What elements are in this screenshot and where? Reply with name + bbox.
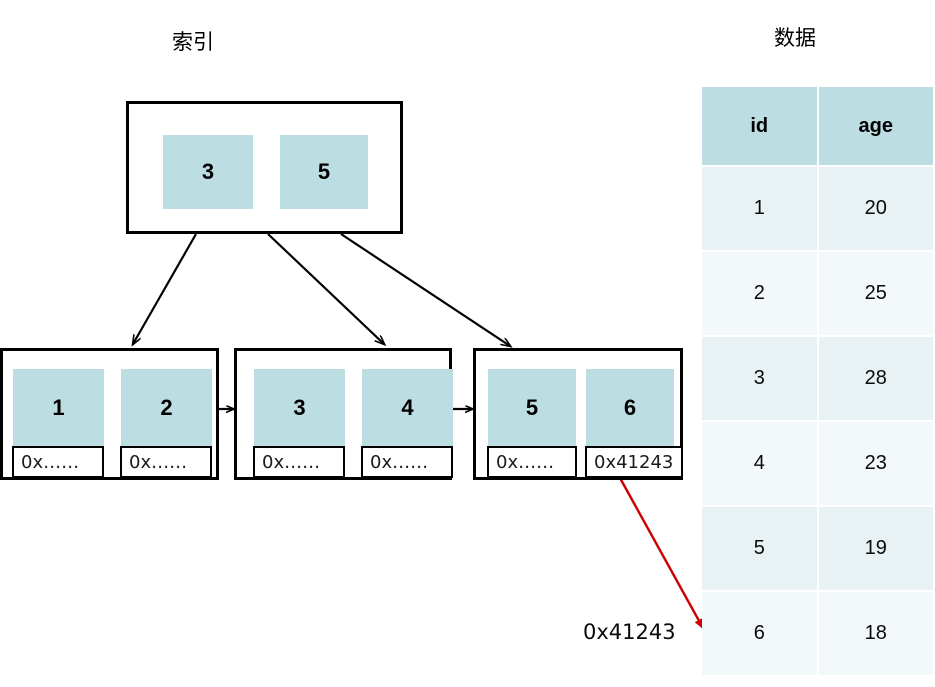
- leaf3-pointer-cell-0[interactable]: 0x……: [487, 446, 577, 478]
- leaf-pointer-label: 0x……: [129, 451, 188, 473]
- index-caption: 索引: [172, 30, 214, 54]
- column-header-age: age: [818, 87, 933, 165]
- leaf3-key-cell-0[interactable]: 5: [488, 369, 576, 446]
- leaf1-pointer-cell-1[interactable]: 0x……: [120, 446, 212, 478]
- edge-root-to-leaf3: [340, 233, 510, 346]
- leaf-key-label: 6: [623, 394, 637, 420]
- leaf-pointer-label: 0x……: [496, 451, 555, 473]
- table-row-highlighted[interactable]: 6 18: [702, 592, 933, 675]
- cell-id: 1: [702, 167, 817, 250]
- leaf-node-3[interactable]: 5 0x…… 6 0x41243: [473, 348, 683, 480]
- cell-id: 2: [702, 252, 817, 335]
- leaf2-pointer-cell-1[interactable]: 0x……: [361, 446, 453, 478]
- root-key-label: 5: [317, 159, 331, 184]
- edge-pointer-to-row6: [618, 477, 705, 630]
- data-table: id age 1 20 2 25 3 28 4: [700, 85, 935, 677]
- leaf-key-label: 4: [401, 394, 414, 420]
- leaf3-pointer-cell-1[interactable]: 0x41243: [585, 446, 683, 478]
- cell-age: 19: [818, 507, 933, 590]
- leaf-pointer-label: 0x……: [21, 451, 80, 473]
- data-caption: 数据: [774, 26, 816, 50]
- cell-id: 5: [702, 507, 817, 590]
- leaf-node-1[interactable]: 1 0x…… 2 0x……: [0, 348, 219, 480]
- root-key-label: 3: [201, 159, 215, 184]
- leaf-key-label: 2: [160, 394, 173, 420]
- leaf-pointer-label: 0x……: [262, 451, 321, 473]
- leaf2-key-cell-0[interactable]: 3: [254, 369, 345, 446]
- cell-age: 25: [818, 252, 933, 335]
- table-row[interactable]: 3 28: [702, 337, 933, 420]
- cell-id: 4: [702, 422, 817, 505]
- data-table-wrapper: id age 1 20 2 25 3 28 4: [700, 85, 935, 677]
- leaf1-pointer-cell-0[interactable]: 0x……: [12, 446, 104, 478]
- leaf-pointer-label: 0x……: [370, 451, 429, 473]
- root-key-cell-1[interactable]: 5: [280, 135, 368, 209]
- cell-age: 28: [818, 337, 933, 420]
- leaf1-key-cell-1[interactable]: 2: [121, 369, 212, 446]
- leaf2-pointer-cell-0[interactable]: 0x……: [253, 446, 345, 478]
- edge-root-to-leaf1: [133, 233, 197, 344]
- table-row[interactable]: 1 20: [702, 167, 933, 250]
- cell-id: 6: [702, 592, 817, 675]
- table-body: 1 20 2 25 3 28 4 23 5 19: [702, 167, 933, 675]
- leaf2-key-cell-1[interactable]: 4: [362, 369, 453, 446]
- leaf-key-label: 3: [293, 394, 306, 420]
- cell-age: 18: [818, 592, 933, 675]
- table-header-row: id age: [702, 87, 933, 165]
- address-annotation: 0x41243: [583, 620, 676, 644]
- edge-root-to-leaf2: [267, 233, 384, 344]
- leaf-key-label: 1: [52, 394, 65, 420]
- leaf-pointer-label: 0x41243: [594, 451, 674, 473]
- leaf3-key-cell-1[interactable]: 6: [586, 369, 674, 446]
- leaf-node-2[interactable]: 3 0x…… 4 0x……: [234, 348, 453, 480]
- cell-age: 20: [818, 167, 933, 250]
- root-node[interactable]: 3 5: [126, 101, 403, 234]
- table-row[interactable]: 2 25: [702, 252, 933, 335]
- cell-age: 23: [818, 422, 933, 505]
- leaf1-key-cell-0[interactable]: 1: [13, 369, 104, 446]
- table-row[interactable]: 5 19: [702, 507, 933, 590]
- column-header-id: id: [702, 87, 817, 165]
- table-row[interactable]: 4 23: [702, 422, 933, 505]
- leaf-key-label: 5: [525, 394, 539, 420]
- root-key-cell-0[interactable]: 3: [163, 135, 253, 209]
- cell-id: 3: [702, 337, 817, 420]
